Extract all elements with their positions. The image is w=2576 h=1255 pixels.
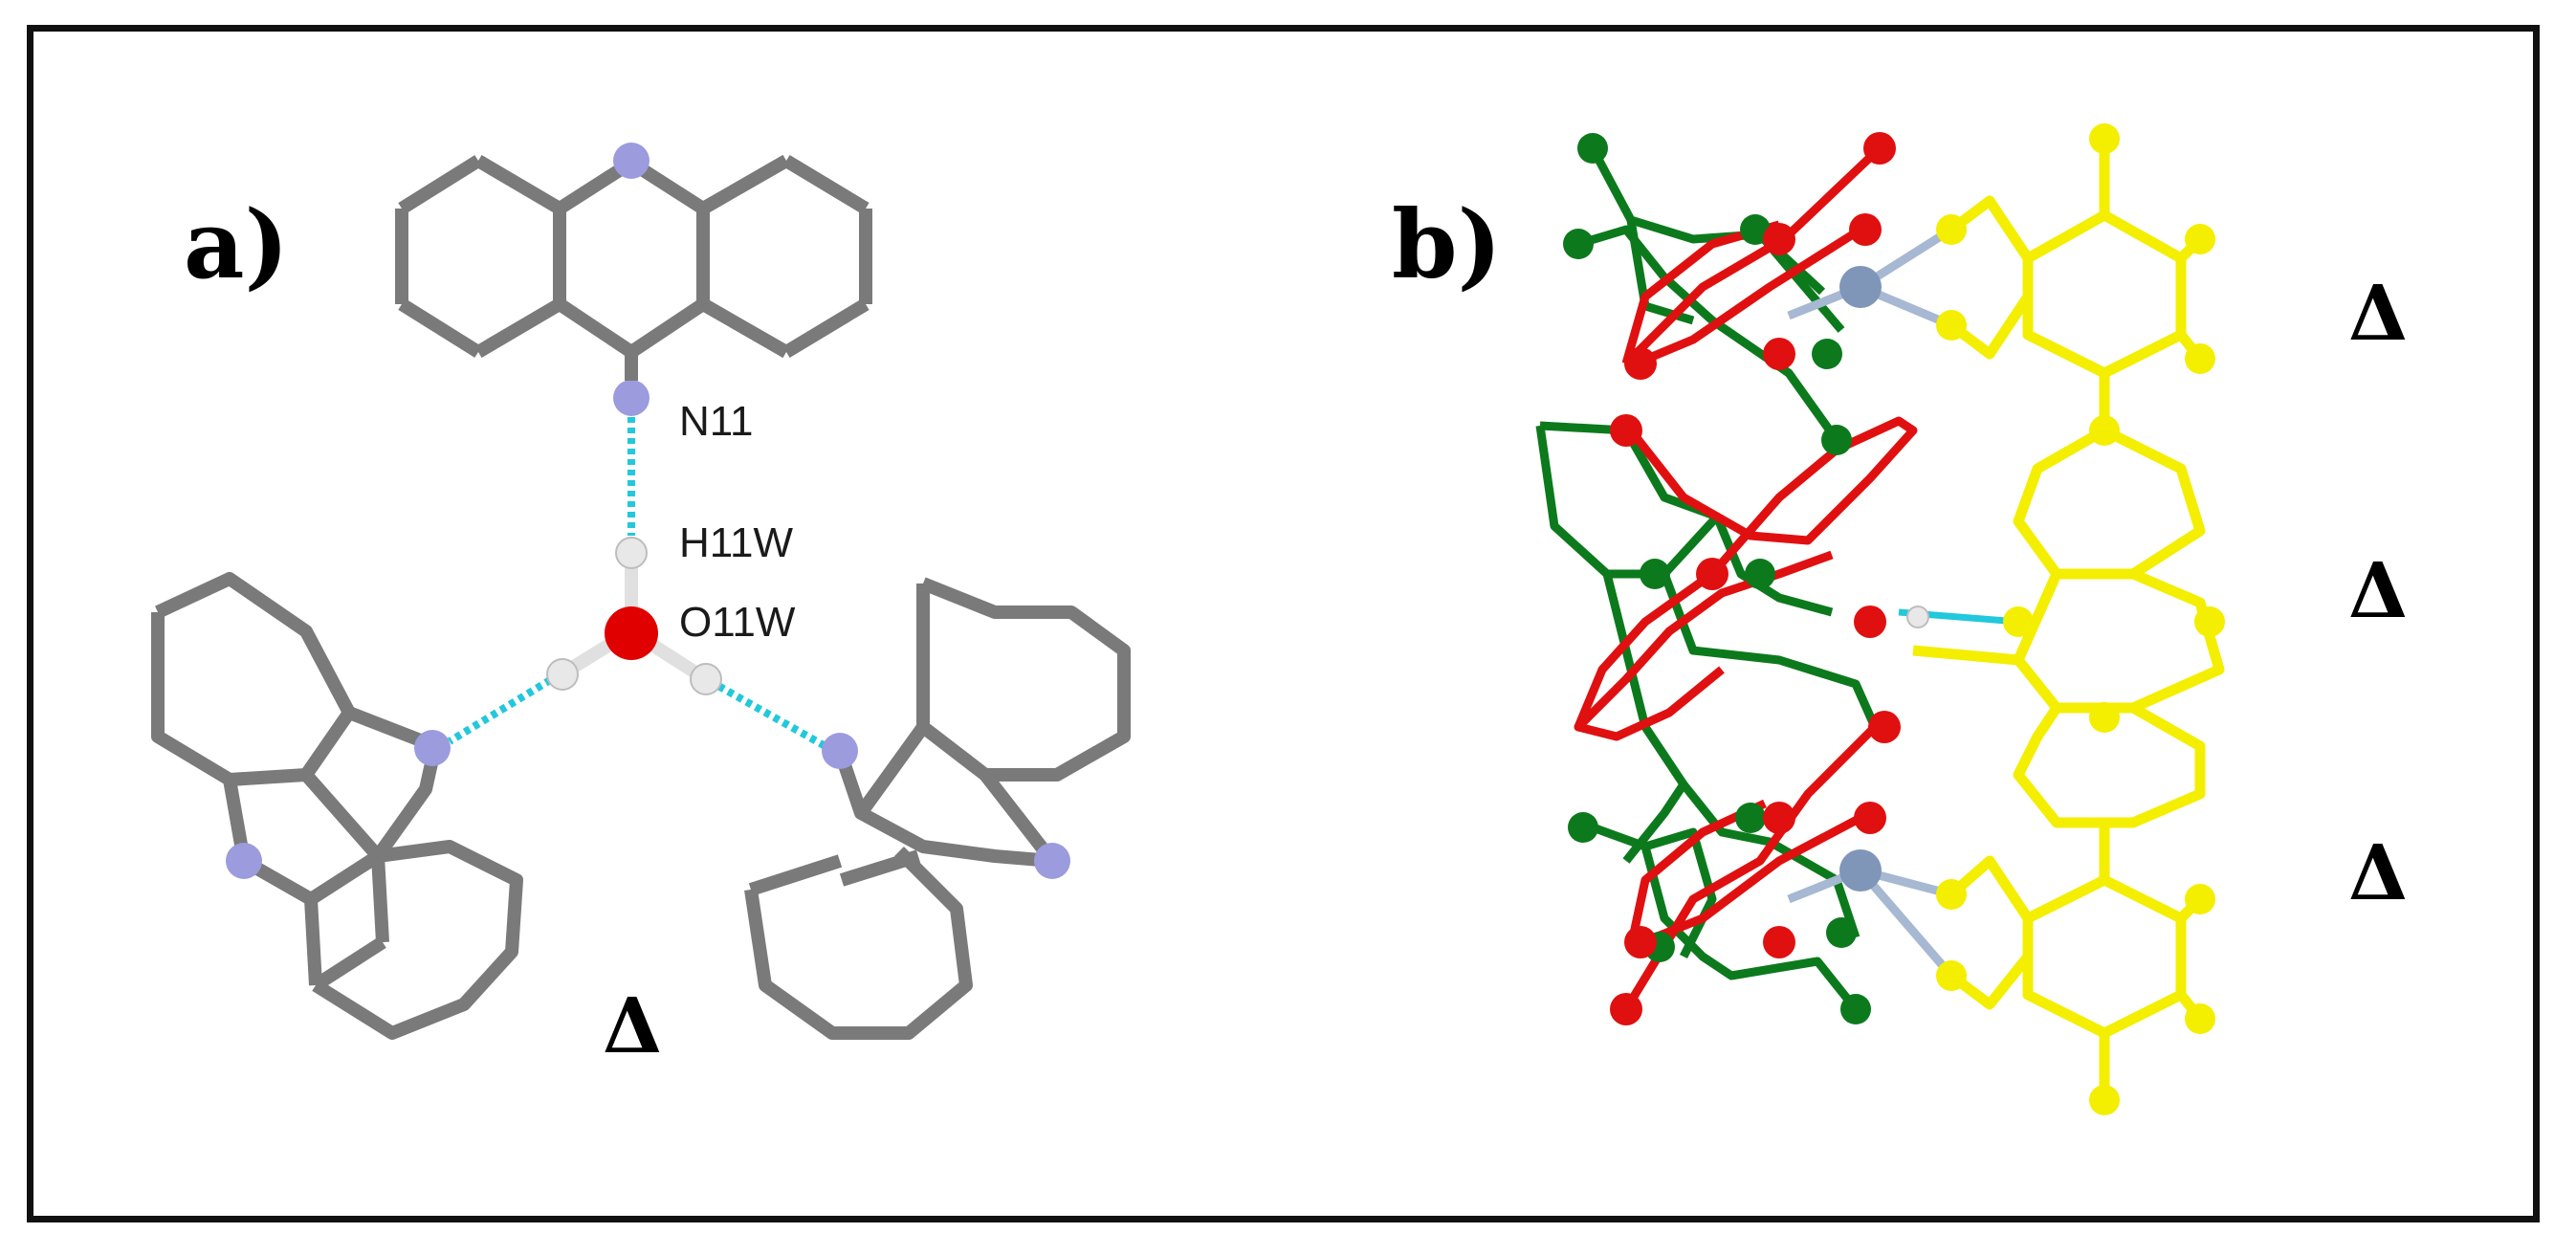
atoms-red xyxy=(1610,132,1901,1025)
nitrogen-atom-right-h xyxy=(822,733,858,769)
panel-b-chirality-label-bottom: Δ xyxy=(2348,827,2408,917)
phenazine-right xyxy=(744,577,1131,1040)
panel-b-chirality-label-top: Δ xyxy=(2348,268,2408,358)
oxygen-atom-o11w xyxy=(605,606,658,660)
atom-label-o11w: O11W xyxy=(679,599,796,646)
nitrogen-atom-left xyxy=(226,843,262,879)
panel-b-chirality-label-middle: Δ xyxy=(2348,545,2408,635)
hydrogen-atom-b xyxy=(1906,605,1929,628)
nitrogen-atom-left-h xyxy=(414,730,451,766)
phenazine-left xyxy=(151,572,523,1040)
metal-center-top xyxy=(1839,266,1882,308)
panel-a-hydrogen-bond-diagram: a) N11 H11W O11W Δ xyxy=(151,143,1131,1070)
atom-label-n11: N11 xyxy=(679,398,753,445)
nitrogen-atom-n11 xyxy=(613,380,650,416)
panel-a-label: a) xyxy=(184,190,289,300)
nitrogen-atom-top xyxy=(613,143,650,179)
hydrogen-atom-h11w xyxy=(615,537,648,569)
ligand-red xyxy=(1574,144,1918,1012)
panel-b-label: b) xyxy=(1392,190,1502,300)
hydrogen-atom-right xyxy=(690,663,722,695)
nitrogen-atom-right xyxy=(1034,843,1070,879)
phenazine-top xyxy=(395,154,872,359)
water-molecule xyxy=(546,537,722,695)
hydrogen-atom-left xyxy=(546,658,579,691)
panel-b-packing-diagram: b) Δ Δ Δ xyxy=(1392,123,2408,1115)
atoms-yellow xyxy=(1936,123,2225,1115)
atom-label-h11w: H11W xyxy=(679,519,793,566)
atoms-green xyxy=(1563,133,1871,1024)
metal-center-bottom xyxy=(1839,849,1882,892)
hydrogen-bonds xyxy=(447,417,832,753)
panel-a-chirality-label: Δ xyxy=(603,980,662,1070)
